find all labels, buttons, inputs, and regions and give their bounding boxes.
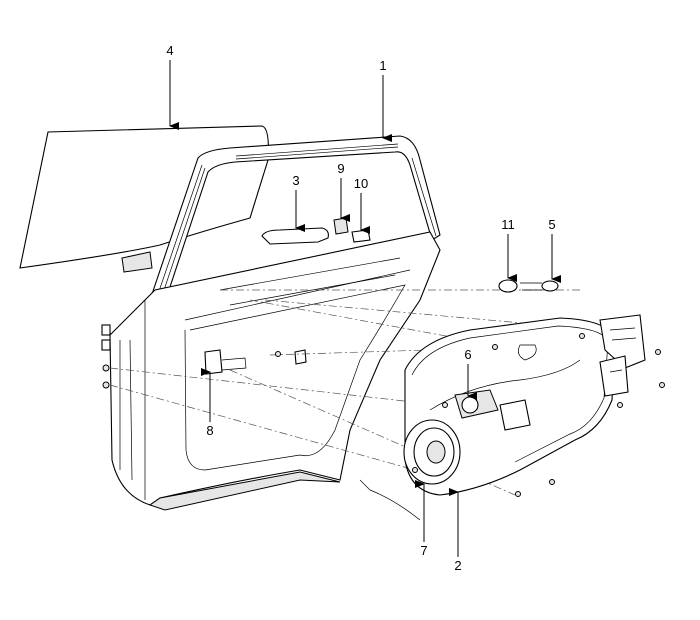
glass-bracket	[121, 251, 153, 273]
callout-8: 8	[201, 368, 214, 438]
callout-3: 3	[292, 173, 305, 232]
callout-label-4: 4	[166, 43, 173, 58]
callout-label-7: 7	[420, 543, 427, 558]
callout-9: 9	[337, 161, 350, 222]
callout-5: 5	[548, 217, 561, 283]
callout-11: 11	[501, 217, 517, 282]
door-hinge	[204, 349, 223, 375]
screws	[275, 333, 665, 497]
door-glass	[19, 125, 269, 269]
grommet	[498, 279, 518, 293]
outside-handle	[261, 227, 329, 245]
callout-label-2: 2	[454, 558, 461, 573]
callout-6: 6	[464, 347, 477, 400]
callout-7: 7	[415, 480, 428, 558]
hinge-bolts	[101, 324, 111, 389]
callout-4: 4	[166, 43, 179, 130]
window-regulator-motor	[454, 389, 531, 431]
key-cylinder	[333, 217, 349, 235]
callout-10: 10	[354, 176, 370, 234]
callout-label-3: 3	[292, 173, 299, 188]
door-latch	[599, 314, 646, 397]
callout-label-1: 1	[379, 58, 386, 73]
callout-1: 1	[379, 58, 392, 142]
fastener	[520, 280, 559, 292]
callout-label-9: 9	[337, 161, 344, 176]
callout-label-6: 6	[464, 347, 471, 362]
callout-label-10: 10	[354, 176, 368, 191]
door-frame	[109, 135, 441, 511]
callout-label-11: 11	[501, 217, 515, 232]
handle-bracket	[351, 229, 371, 243]
speaker	[403, 419, 461, 485]
alignment-lines	[109, 289, 601, 496]
callout-label-5: 5	[548, 217, 555, 232]
callout-label-8: 8	[206, 423, 213, 438]
callout-2: 2	[449, 488, 462, 573]
